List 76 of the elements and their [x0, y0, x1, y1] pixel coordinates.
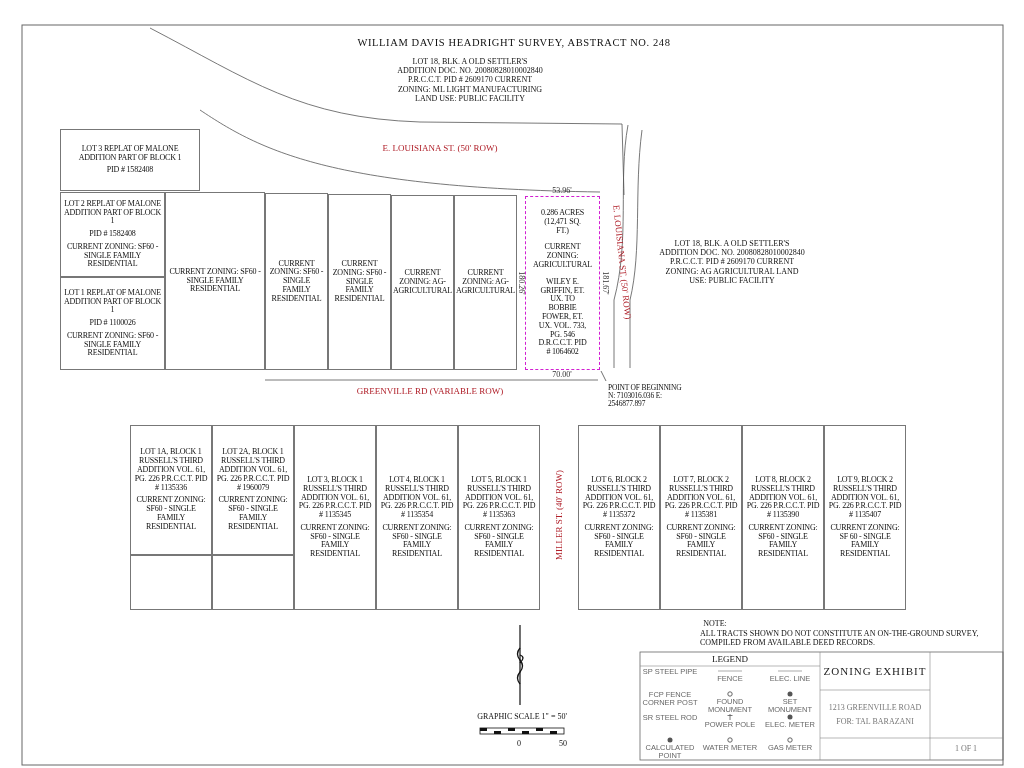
lot-text: CURRENT ZONING: SF60 - SINGLE FAMILY RESIDENTIAL — [217, 496, 289, 532]
lot-text: LOT 6, BLOCK 2 RUSSELL'S THIRD ADDITION VOL. 61, PG. 226 P.R.C.C.T. PID # 1135372 — [581, 475, 657, 520]
note-text: ALL TRACTS SHOWN DO NOT CONSTITUTE AN ON-THE-GROUND SURVEY, COMPILED FROM AVAILABLE DEED RECORDS. — [700, 628, 980, 648]
note-heading: NOTE: — [703, 619, 727, 629]
street-name: GREENVILLE RD (VARIABLE ROW) — [356, 385, 504, 397]
lot-text: LOT 1 REPLAT OF MALONE ADDITION PART OF BLOCK 1 — [63, 288, 162, 316]
lot-parcel — [660, 425, 742, 610]
lot-text: CURRENT ZONING: SF 60 - SINGLE FAMILY RESIDENTIAL — [829, 523, 901, 560]
lot-parcel — [458, 425, 540, 610]
lot-text: LOT 9, BLOCK 2 RUSSELL'S THIRD ADDITION VOL. 61, PG. 226 P.R.C.C.T. PID # 1135407 — [827, 475, 903, 520]
sheet-title: ZONING EXHIBIT — [823, 664, 927, 678]
lot-parcel — [376, 425, 458, 610]
lot-text: LOT 3 REPLAT OF MALONE ADDITION PART OF BLOCK 1 — [77, 144, 183, 163]
lot-text: CURRENT ZONING: AGRICULTURAL — [532, 243, 593, 270]
lot-parcel — [824, 425, 906, 610]
lot-text: LOT 1A, BLOCK 1 RUSSELL'S THIRD ADDITION VOL. 61, PG. 226 P.R.C.C.T. PID # 1135336 — [133, 448, 209, 493]
lot-text: WILEY E. GRIFFIN, ET. UX. TO BOBBIE FOWER, ET. UX. VOL. 733, PG. 546 D.R.C.C.T. PID # 1064602 — [537, 277, 588, 357]
lot-text: PID # 1582408 — [89, 230, 136, 239]
lot-text: CURRENT ZONING: SF60 - SINGLE FAMILY RESIDENTIAL — [747, 523, 819, 560]
lot-parcel — [265, 193, 328, 370]
lot-text: LOT 4, BLOCK 1 RUSSELL'S THIRD ADDITION VOL. 61, PG. 226 P.R.C.C.T. PID # 1135354 — [379, 475, 455, 520]
lot-text: PID # 1100026 — [89, 319, 136, 328]
lot-text: CURRENT ZONING: SF60 - SINGLE FAMILY RESIDENTIAL — [268, 259, 325, 304]
lot-parcel — [454, 195, 517, 370]
lot-text: LOT 2A, BLOCK 1 RUSSELL'S THIRD ADDITION VOL. 61, PG. 226 P.R.C.C.T. PID # 1960079 — [215, 448, 291, 493]
dimension-text: 181.67' — [600, 271, 610, 295]
lot-parcel — [578, 425, 660, 610]
drawing-title: WILLIAM DAVIS HEADRIGHT SURVEY, ABSTRACT NO. 248 — [357, 36, 671, 50]
lot-text: CURRENT ZONING: SF60 - SINGLE FAMILY RESIDENTIAL — [168, 267, 262, 295]
lot-parcel — [212, 425, 294, 555]
lot-parcel — [60, 129, 200, 191]
lot-text: CURRENT ZONING: SF60 - SINGLE FAMILY RESIDENTIAL — [331, 260, 388, 304]
dimension-text: 70.00' — [552, 370, 572, 380]
lot-text: CURRENT ZONING: AG- AGRICULTURAL — [392, 269, 453, 296]
lot-text: CURRENT ZONING: SF60 - SINGLE FAMILY RESIDENTIAL — [665, 523, 737, 560]
client-text: FOR: TAL BARAZANI — [836, 717, 914, 727]
parcel-text: LOT 18, BLK. A OLD SETTLER'S ADDITION DOC. NO. 20080828010002840 P.R.C.C.T. PID # 2609170 CURRENT ZONING: AG AGRICULTURAL LAND USE: PUBLIC FACILITY — [658, 239, 806, 285]
lot-text: PID # 1582408 — [106, 166, 154, 176]
lot-text: CURRENT ZONING: SF60 - SINGLE FAMILY RESIDENTIAL — [65, 242, 160, 270]
lot-text: 0.286 ACRES (12,471 SQ. FT.) — [539, 209, 586, 236]
leader-line — [600, 370, 607, 382]
street-name: E. LOUISIANA ST. (50' ROW) — [610, 204, 634, 320]
lot-parcel — [130, 425, 212, 555]
lot-text: CURRENT ZONING: AG- AGRICULTURAL — [455, 269, 516, 296]
lot-boundary — [130, 555, 212, 610]
scale-number: 0 — [517, 739, 521, 749]
lot-text: CURRENT ZONING: SF60 - SINGLE FAMILY RESIDENTIAL — [65, 331, 160, 359]
lot-text: CURRENT ZONING: SF60 - SINGLE FAMILY RESIDENTIAL — [463, 523, 535, 560]
dimension-text: 53.96' — [552, 186, 572, 196]
lot-parcel — [391, 195, 454, 370]
subject-tract — [525, 196, 600, 370]
street-name: MILLER ST. (40' ROW) — [553, 470, 565, 560]
lot-boundary — [212, 555, 294, 610]
lot-parcel — [328, 194, 391, 370]
lot-text: LOT 8, BLOCK 2 RUSSELL'S THIRD ADDITION VOL. 61, PG. 226 P.R.C.C.T. PID # 1135390 — [745, 475, 821, 520]
lot-text: CURRENT ZONING: SF60 - SINGLE FAMILY RESIDENTIAL — [299, 523, 371, 560]
scale-label: GRAPHIC SCALE 1" = 50' — [477, 712, 567, 722]
lot-parcel — [60, 277, 165, 370]
scale-number: 50 — [559, 739, 567, 749]
lot-text: CURRENT ZONING: SF60 - SINGLE FAMILY RESIDENTIAL — [381, 523, 453, 560]
lot-parcel — [294, 425, 376, 610]
lot-text: LOT 7, BLOCK 2 RUSSELL'S THIRD ADDITION VOL. 61, PG. 226 P.R.C.C.T. PID # 1135381 — [663, 475, 739, 520]
address-text: 1213 GREENVILLE ROAD — [828, 703, 922, 713]
lot-text: CURRENT ZONING: SF60 - SINGLE FAMILY RESIDENTIAL — [583, 523, 655, 560]
dimension-text: 180.26' — [516, 271, 526, 295]
lot-text: LOT 5, BLOCK 1 RUSSELL'S THIRD ADDITION VOL. 61, PG. 226 P.R.C.C.T. PID # 1135363 — [461, 475, 537, 520]
sheet-number: 1 OF 1 — [954, 744, 978, 754]
street-name: E. LOUISIANA ST. (50' ROW) — [382, 142, 498, 154]
lot-text: LOT 2 REPLAT OF MALONE ADDITION PART OF BLOCK 1 — [63, 199, 162, 227]
lot-text: LOT 3, BLOCK 1 RUSSELL'S THIRD ADDITION VOL. 61, PG. 226 P.R.C.C.T. PID # 1135345 — [297, 475, 373, 520]
legend-heading: LEGEND — [712, 653, 748, 665]
lot-parcel — [165, 192, 265, 370]
lot-text: CURRENT ZONING: SF60 - SINGLE FAMILY RESIDENTIAL — [135, 496, 207, 532]
lot-parcel — [60, 192, 165, 277]
parcel-text: LOT 18, BLK. A OLD SETTLER'S ADDITION DOC. NO. 20080828010002840 P.R.C.C.T. PID # 2609170 CURRENT ZONING: ML LIGHT MANUFACTURING LAND USE: PUBLIC FACILITY — [396, 57, 544, 103]
lot-parcel — [742, 425, 824, 610]
